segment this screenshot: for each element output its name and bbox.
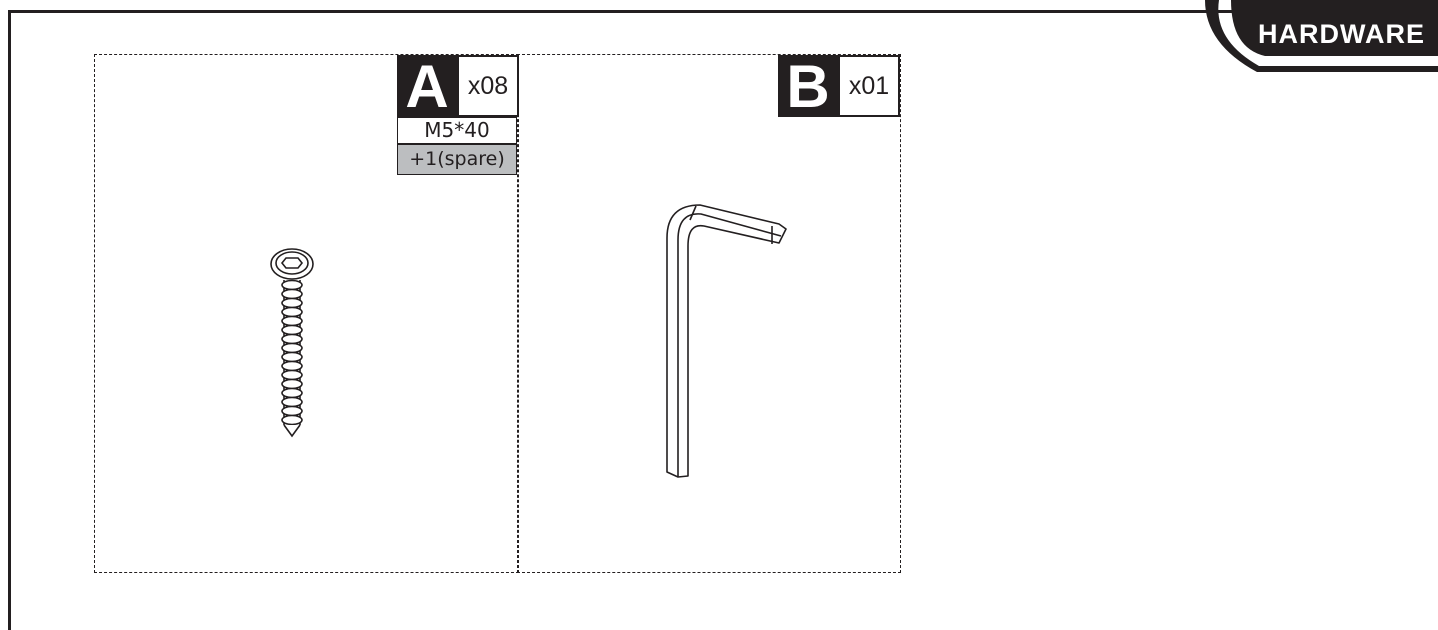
- part-b-quantity: x01: [838, 55, 900, 117]
- part-b-badge: B x01: [778, 55, 900, 119]
- hardware-section-title: HARDWARE: [1258, 19, 1425, 49]
- part-a-size: M5*40: [397, 117, 517, 144]
- part-a-quantity: x08: [457, 55, 519, 117]
- hardware-tab-shape: [1205, 0, 1438, 72]
- screw-thread: [281, 414, 303, 426]
- part-a-spare: +1(spare): [397, 144, 517, 175]
- part-a-panel: [94, 54, 519, 573]
- instruction-sheet-frame: [8, 10, 1438, 630]
- part-b-letter: B: [778, 55, 838, 119]
- part-a-badge: A x08: [397, 55, 519, 119]
- part-b-panel: [517, 54, 901, 573]
- part-a-letter: A: [397, 55, 457, 119]
